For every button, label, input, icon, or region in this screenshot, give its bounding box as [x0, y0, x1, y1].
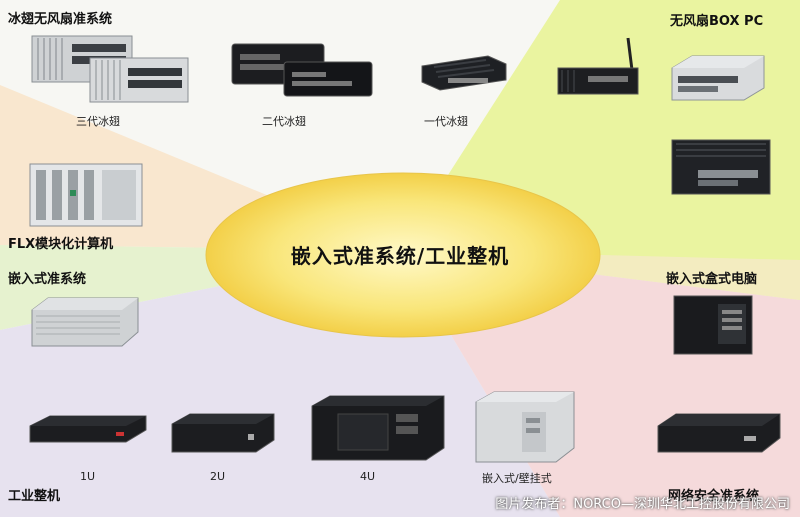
- section-title-fanless-box: 无风扇BOX PC: [670, 14, 764, 29]
- device-fanless-box-antenna-image: [557, 37, 639, 95]
- section-title-cooling-fin: 冰翅无风扇准系统: [8, 12, 113, 27]
- label-gen2-fin: 二代冰翅: [262, 115, 306, 128]
- device-4u-image: [311, 395, 445, 461]
- device-embedded-barebone-image: [31, 297, 139, 347]
- device-fanless-box-silver-image: [671, 55, 765, 101]
- device-gen3-fin-image: [31, 35, 189, 103]
- device-gen1-fin-image: [421, 55, 507, 91]
- center-ellipse: [205, 172, 601, 338]
- image-credit: 图片发布者：NORCO—深圳华北工控股份有限公司: [495, 497, 790, 512]
- device-fanless-box-black-image: [671, 139, 771, 195]
- center-title: 嵌入式准系统/工业整机: [290, 244, 510, 268]
- section-title-embedded-barebone: 嵌入式准系统: [8, 272, 87, 287]
- section-title-industrial: 工业整机: [8, 489, 61, 504]
- device-gen2-fin-image: [231, 43, 373, 97]
- device-wallmount-image: [475, 391, 575, 463]
- device-2u-image: [171, 413, 275, 453]
- section-title-network-security: 网络安全准系统: [668, 489, 760, 504]
- label-gen3-fin: 三代冰翅: [76, 115, 120, 128]
- device-flx-image: [29, 163, 143, 227]
- label-gen1-fin: 一代冰翅: [424, 115, 468, 128]
- label-1u: 1U: [80, 470, 96, 483]
- label-4u: 4U: [360, 470, 376, 483]
- label-embedded-wallmount: 嵌入式/壁挂式: [482, 472, 552, 485]
- device-network-security-image: [657, 413, 781, 453]
- section-title-embedded-box: 嵌入式盒式电脑: [666, 272, 758, 287]
- label-2u: 2U: [210, 470, 226, 483]
- section-title-flx: FLX模块化计算机: [8, 237, 114, 252]
- device-1u-image: [29, 415, 147, 443]
- device-embedded-box-image: [673, 295, 753, 355]
